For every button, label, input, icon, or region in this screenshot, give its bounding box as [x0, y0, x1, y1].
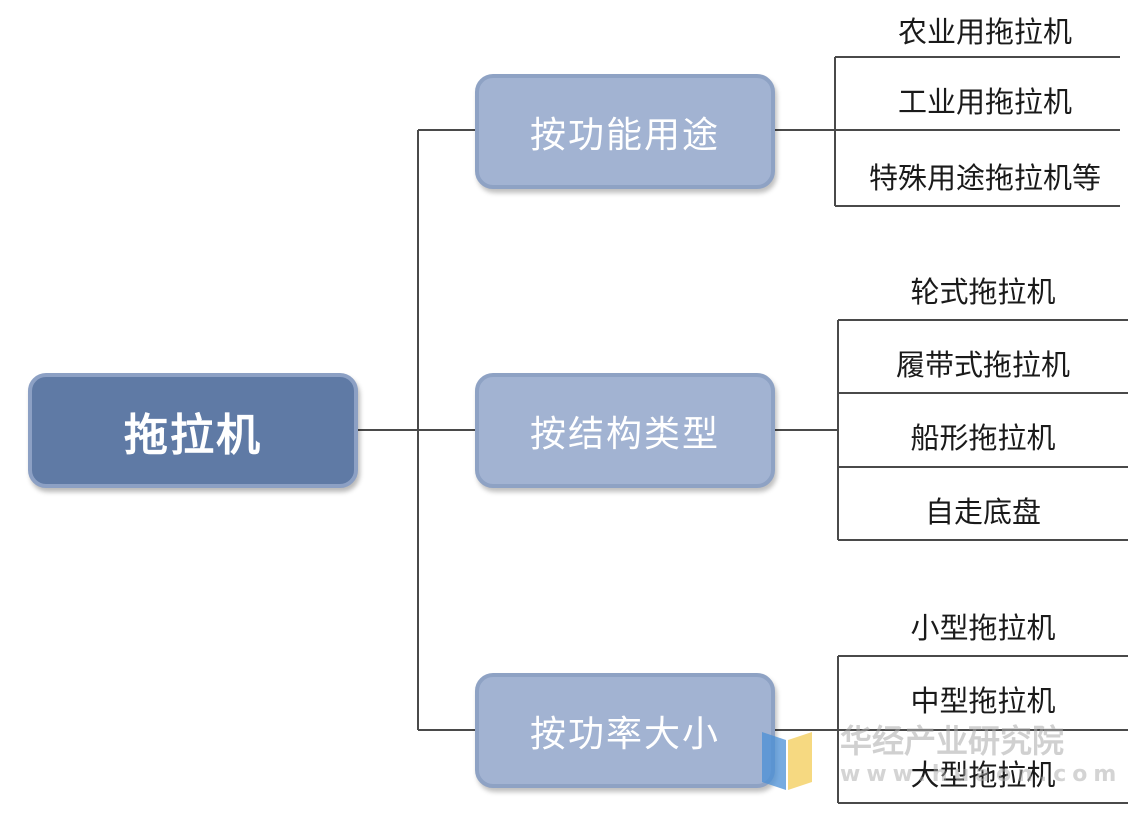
- leaf-crawler-tractor: 履带式拖拉机: [895, 348, 1070, 382]
- leaf-medium-tractor: 中型拖拉机: [910, 684, 1056, 718]
- leaf-wheeled-tractor: 轮式拖拉机: [910, 275, 1056, 309]
- category-node-structure: 按结构类型: [475, 373, 775, 488]
- leaf-agricultural-tractor: 农业用拖拉机: [897, 15, 1072, 49]
- leaf-boat-tractor: 船形拖拉机: [910, 421, 1056, 455]
- leaf-industrial-tractor: 工业用拖拉机: [897, 85, 1072, 119]
- leaf-self-propelled-chassis: 自走底盘: [924, 495, 1041, 529]
- leaf-large-tractor: 大型拖拉机: [910, 758, 1056, 792]
- leaf-small-tractor: 小型拖拉机: [910, 611, 1056, 645]
- leaf-special-purpose-tractor: 特殊用途拖拉机等: [868, 161, 1101, 195]
- root-node: 拖拉机: [28, 373, 358, 488]
- category-node-function: 按功能用途: [475, 74, 775, 189]
- category-node-power: 按功率大小: [475, 673, 775, 788]
